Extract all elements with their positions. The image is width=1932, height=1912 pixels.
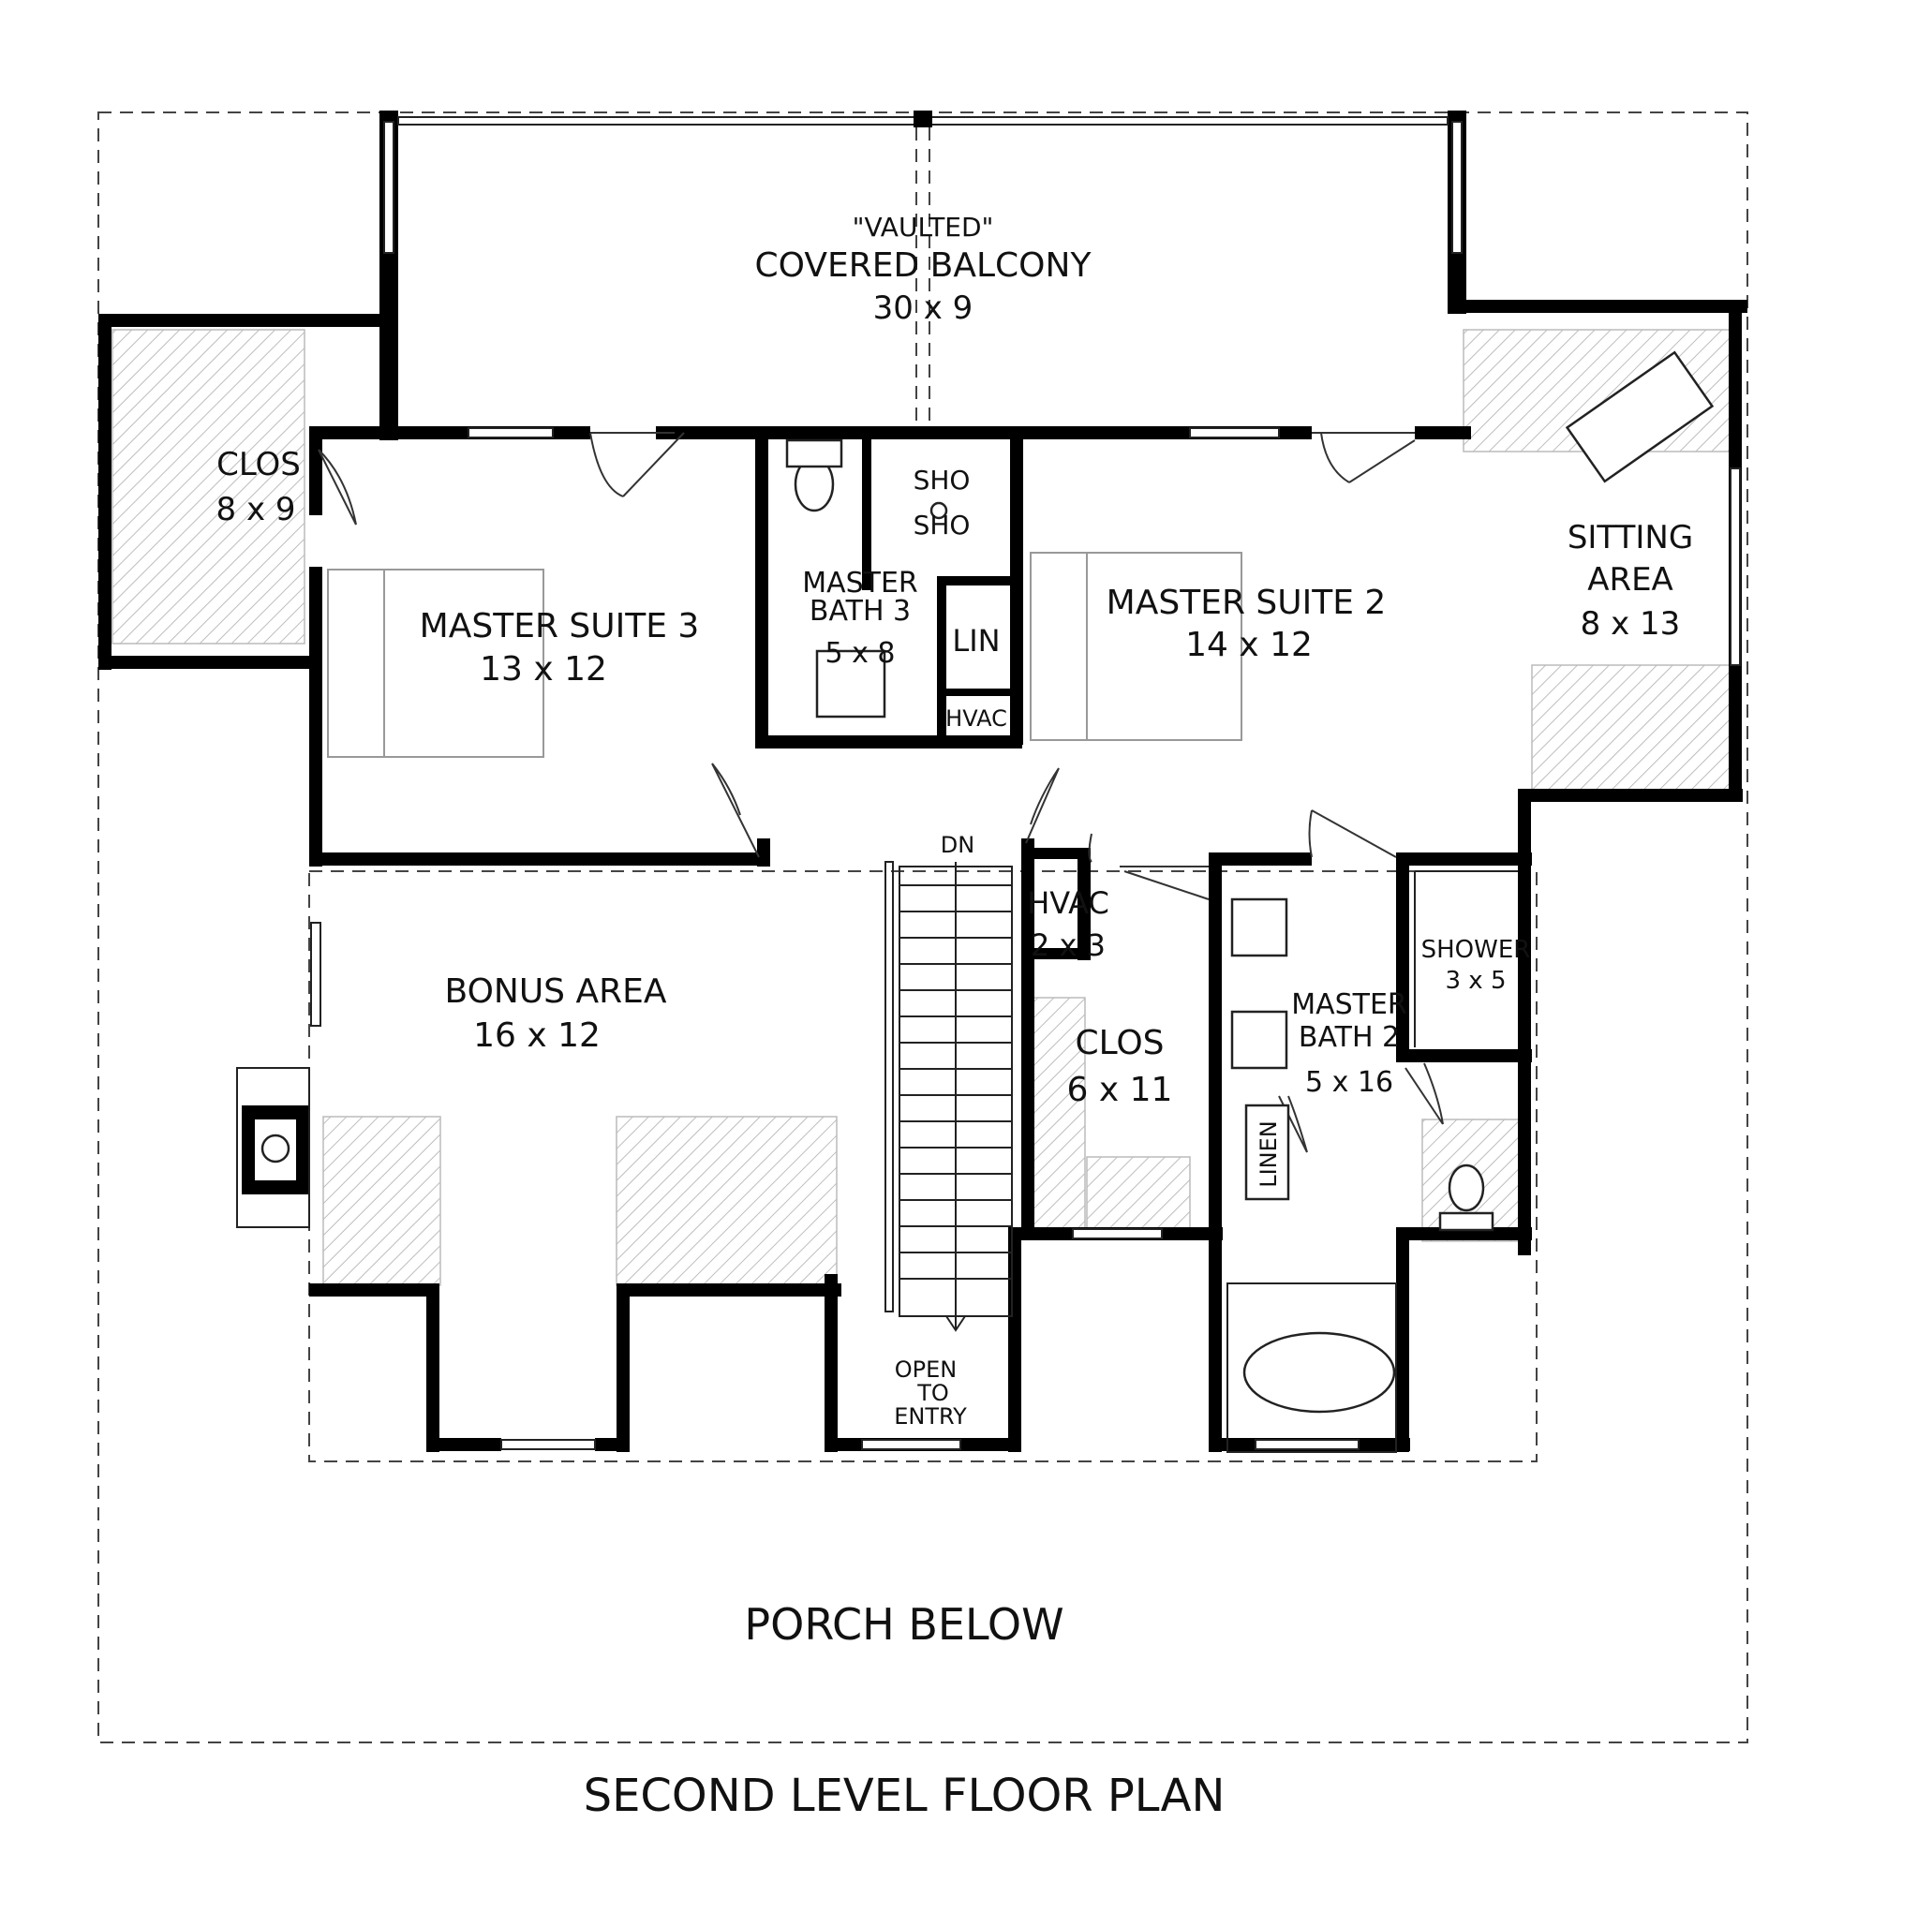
room-labels: "VAULTED" COVERED BALCONY 30 x 9 CLOS 8 … [216, 212, 1694, 1822]
clos-left-size: 8 x 9 [216, 491, 296, 528]
master-suite-3-size: 13 x 12 [480, 650, 607, 689]
balcony-vaulted-label: "VAULTED" [853, 212, 994, 243]
lin-label: LIN [952, 623, 1000, 659]
hatched-areas [111, 329, 1734, 1286]
master-bath-2-line1: MASTER [1291, 988, 1407, 1021]
porch-below-label: PORCH BELOW [744, 1599, 1063, 1650]
stair-direction-arrow [945, 862, 966, 1332]
sitting-area-size: 8 x 13 [1581, 605, 1681, 643]
shower-3x5-size: 3 x 5 [1446, 967, 1507, 995]
balcony-frame [379, 111, 1466, 426]
sitting-area-line1: SITTING [1568, 519, 1693, 556]
master-suite-2-size: 14 x 12 [1185, 626, 1313, 664]
master-bath-3-size: 5 x 8 [825, 637, 896, 670]
bonus-area-name: BONUS AREA [445, 972, 667, 1011]
clos-center-name: CLOS [1075, 1024, 1164, 1062]
hvac-2x3-size: 2 x 3 [1031, 927, 1106, 963]
master-bath-3-line1: MASTER [802, 567, 918, 600]
open-to-entry-line2: TO [916, 1380, 949, 1406]
open-to-entry-line1: OPEN [895, 1356, 957, 1383]
fixtures [785, 350, 1715, 1453]
shower-top-line1: SHO [914, 465, 971, 496]
sitting-area-line2: AREA [1587, 561, 1673, 599]
shower-top-line2: SHO [914, 510, 971, 541]
master-bath-3-line2: BATH 3 [810, 595, 911, 628]
shower-3x5-name: SHOWER [1421, 936, 1531, 964]
linen-label: LINEN [1256, 1120, 1282, 1188]
clos-center-size: 6 x 11 [1067, 1071, 1173, 1109]
windows [310, 427, 1741, 1450]
plan-title: SECOND LEVEL FLOOR PLAN [584, 1770, 1226, 1822]
balcony-size-label: 30 x 9 [873, 289, 973, 327]
hvac-2x3-name: HVAC [1027, 885, 1109, 921]
beds [327, 552, 1242, 758]
master-suite-3-name: MASTER SUITE 3 [420, 607, 700, 645]
bonus-area-size: 16 x 12 [473, 1016, 601, 1055]
master-bath-2-line2: BATH 2 [1299, 1021, 1400, 1054]
open-to-entry-line3: ENTRY [894, 1403, 967, 1430]
walls [98, 300, 1747, 1452]
master-suite-2-name: MASTER SUITE 2 [1107, 584, 1387, 622]
balcony-name-label: COVERED BALCONY [755, 246, 1092, 285]
stair-treads [899, 862, 1013, 1332]
clos-left-name: CLOS [216, 446, 301, 483]
master-bath-2-size: 5 x 16 [1305, 1066, 1393, 1099]
stairs-dn-label: DN [941, 832, 974, 858]
hvac-small-label: HVAC [945, 705, 1007, 732]
doors [318, 432, 1444, 1153]
